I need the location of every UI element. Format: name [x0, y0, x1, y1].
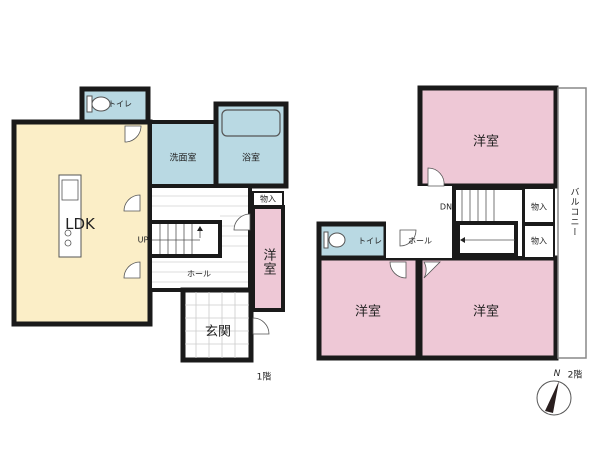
label-western-right: 洋室 [472, 304, 500, 320]
floor-1 [11, 86, 289, 363]
entrance [180, 287, 254, 363]
label-western-1f: 洋室 [260, 248, 276, 276]
label-hall-1f: ホール [187, 269, 211, 279]
stairs-arrow-icon [460, 237, 465, 243]
hall-2f [386, 186, 456, 258]
storage-2f-2 [523, 224, 555, 259]
label-storage-2f-2: 物入 [531, 236, 547, 246]
western-room-left [316, 255, 421, 361]
ldk-room [11, 119, 153, 327]
stairs-1f [148, 220, 222, 258]
floor-1-label: 1階 [256, 372, 272, 383]
label-washroom: 洗面室 [169, 153, 197, 164]
north-arrow-icon [545, 381, 559, 413]
compass [536, 380, 572, 416]
toilet-fixture-icon [86, 95, 111, 113]
label-western-left: 洋室 [354, 304, 382, 320]
label-hall-2f: ホール [408, 236, 432, 246]
label-ldk: LDK [65, 215, 95, 233]
label-stairs-down: DN [439, 202, 453, 212]
storage-2f-1 [523, 187, 555, 224]
floor-2-label: 2階 [567, 370, 583, 381]
label-stairs-up: UP [137, 235, 149, 245]
label-entrance: 玄関 [204, 324, 232, 340]
label-balcony: バルコニー [568, 187, 579, 237]
balcony [557, 87, 587, 359]
label-toilet-2f: トイレ [358, 236, 382, 246]
stairs-arrow-icon [197, 226, 203, 231]
label-bath: 浴室 [241, 153, 261, 164]
label-storage-1f: 物入 [260, 194, 276, 204]
floor-2 [316, 85, 587, 361]
compass-north-label: N [553, 369, 561, 379]
western-room-1f [251, 205, 285, 312]
label-toilet-1f: トイレ [108, 99, 132, 109]
stove-icon [64, 229, 72, 237]
label-western-top: 洋室 [472, 134, 500, 150]
toilet-fixture-icon [323, 231, 346, 249]
bathtub-icon [221, 109, 281, 137]
label-storage-2f-1: 物入 [531, 202, 547, 212]
